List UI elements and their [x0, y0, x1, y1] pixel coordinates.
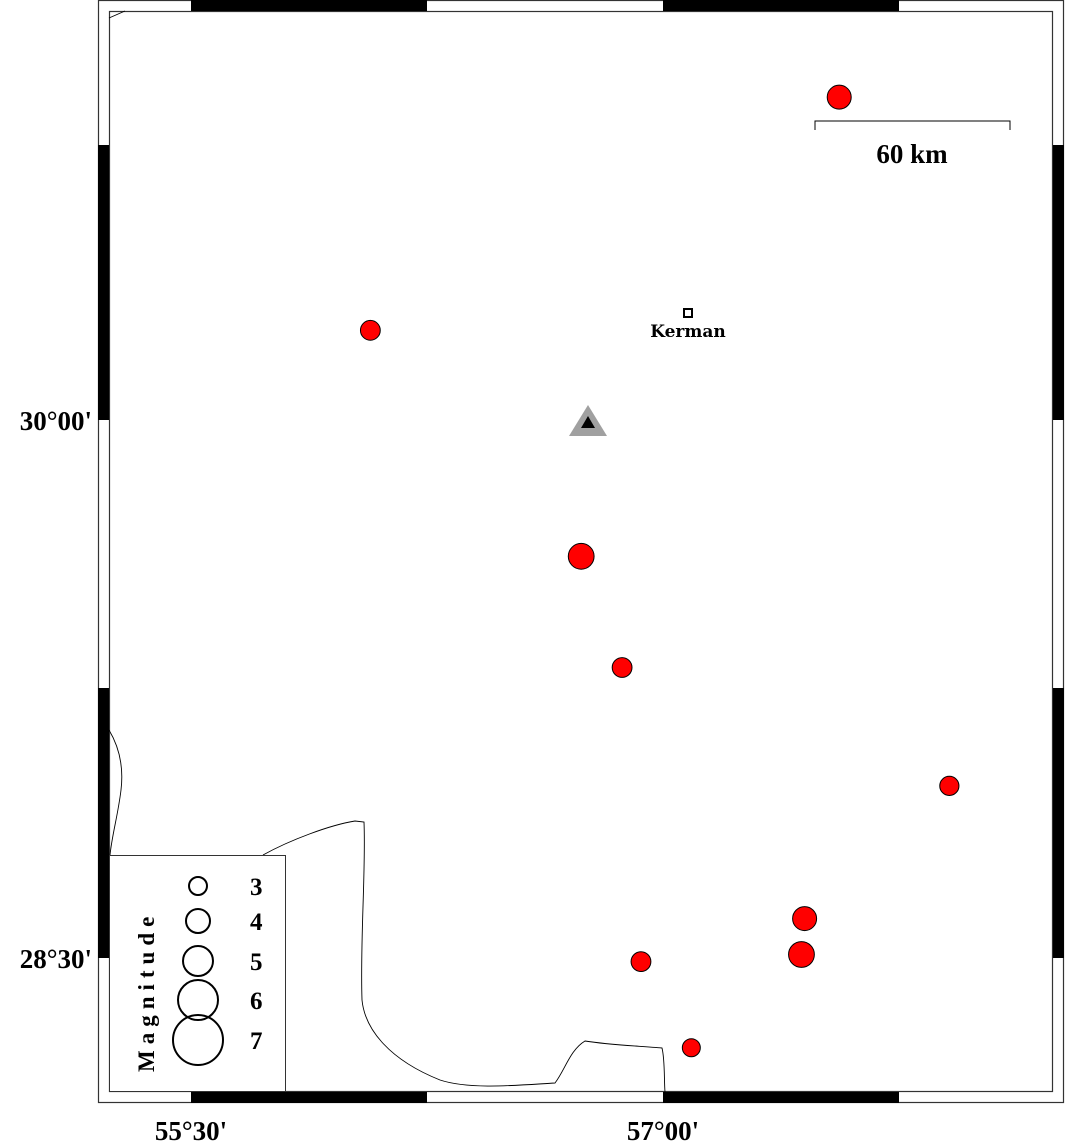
- legend-label: 3: [250, 874, 263, 901]
- legend-circle: [188, 876, 208, 896]
- city-kerman: Kerman: [650, 308, 726, 342]
- x-tick-label: 57°00': [627, 1116, 699, 1141]
- earthquake-event: [567, 542, 595, 570]
- x-tick-label: 55°30': [155, 1116, 227, 1141]
- legend-circle: [172, 1014, 224, 1066]
- earthquake-event: [826, 84, 852, 110]
- legend-label: 7: [250, 1028, 263, 1055]
- events-layer: [359, 84, 960, 1058]
- earthquake-event: [792, 906, 818, 932]
- legend-circle: [182, 945, 214, 977]
- station-triangle-icon: [569, 405, 607, 436]
- city-label: Kerman: [650, 322, 726, 342]
- coastline: [108, 10, 666, 1093]
- magnitude-legend: Magnitude 3 4 5 6 7: [109, 855, 286, 1092]
- frame-checker-bars: [98, 0, 1064, 1103]
- legend-title: Magnitude: [134, 911, 159, 1072]
- earthquake-event: [788, 941, 815, 968]
- scale-bar: 60 km: [814, 120, 1011, 169]
- scale-bar-label: 60 km: [876, 139, 948, 169]
- earthquake-event: [939, 775, 960, 796]
- legend-label: 6: [250, 988, 263, 1015]
- legend-circle: [185, 908, 211, 934]
- map-frame: [97, 0, 1065, 1104]
- y-tick-label: 30°00': [20, 406, 92, 436]
- earthquake-event: [611, 657, 633, 678]
- legend-circle: [177, 979, 219, 1021]
- earthquake-event: [359, 319, 381, 341]
- legend-label: 5: [250, 949, 263, 976]
- earthquake-event: [681, 1038, 701, 1058]
- city-square-icon: [683, 308, 693, 318]
- legend-label: 4: [250, 909, 263, 936]
- y-tick-label: 28°30': [20, 944, 92, 974]
- earthquake-event: [630, 951, 652, 973]
